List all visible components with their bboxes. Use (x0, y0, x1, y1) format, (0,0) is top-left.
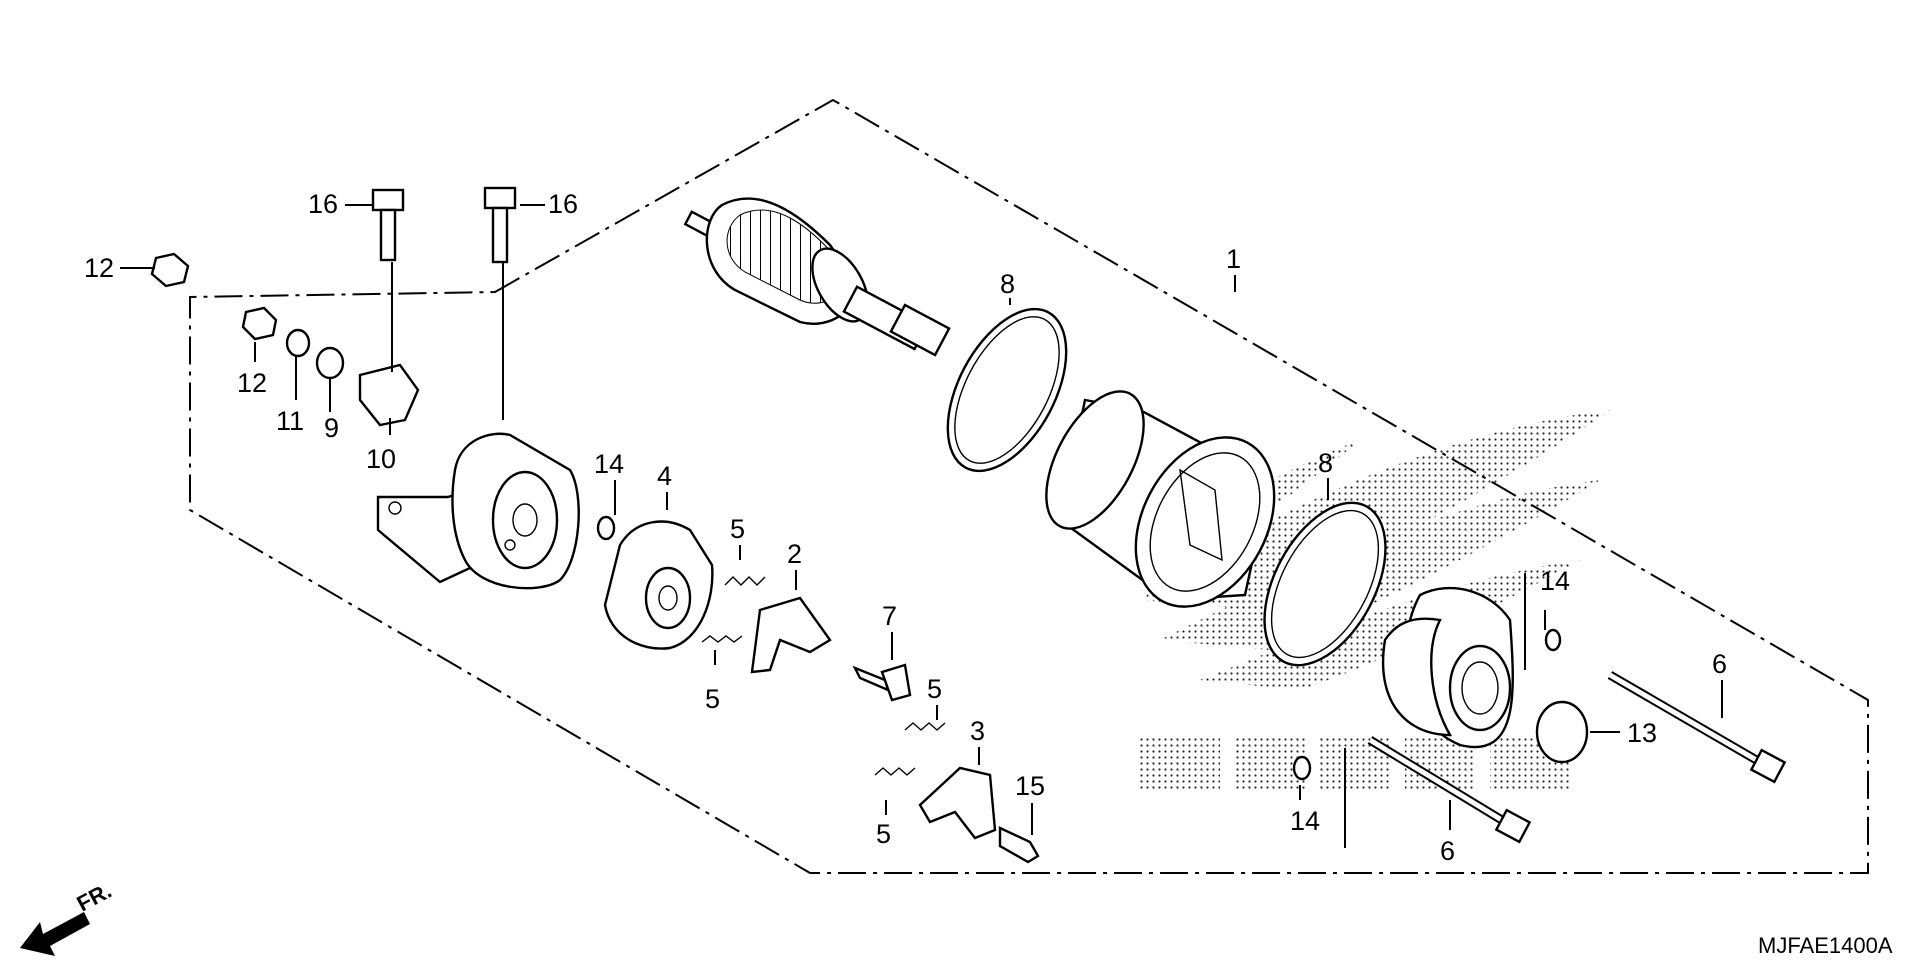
callout-5-b: 5 (705, 684, 720, 714)
callout-labels: 1 2 3 4 5 5 5 5 6 6 7 8 8 9 10 11 12 12 … (84, 189, 1727, 866)
armature (683, 197, 951, 357)
callout-5-a: 5 (730, 514, 745, 544)
front-arrow-icon (20, 912, 90, 956)
through-bolts (1367, 671, 1787, 844)
callout-9: 9 (324, 413, 339, 443)
diagram-code: MJFAE1400A (1758, 933, 1893, 958)
callout-15: 15 (1015, 771, 1045, 801)
front-direction-indicator: FR. (20, 878, 116, 956)
rear-cover (1381, 587, 1514, 749)
terminal-nuts-washers (150, 252, 420, 427)
callout-5-d: 5 (876, 819, 891, 849)
callout-11: 11 (276, 406, 304, 436)
flange-bolts (371, 186, 517, 264)
o-ring-rear (1263, 501, 1387, 667)
leader-lines (120, 204, 1723, 848)
brush-springs (701, 576, 946, 776)
callout-14-b: 14 (1540, 566, 1570, 596)
callout-4: 4 (657, 461, 672, 491)
callout-5-c: 5 (927, 674, 942, 704)
brush-negative (918, 766, 997, 840)
callout-14-c: 14 (1290, 806, 1320, 836)
callout-8-b: 8 (1318, 448, 1333, 478)
callout-12-b: 12 (237, 368, 267, 398)
callout-2: 2 (787, 539, 802, 569)
callout-16-a: 16 (308, 189, 338, 219)
motor-yoke (1045, 390, 1276, 608)
terminal-bolt (852, 663, 912, 702)
o-ring-small (1535, 700, 1589, 764)
o-ring-front (946, 307, 1068, 473)
callout-14-a: 14 (594, 449, 624, 479)
screw (998, 826, 1040, 864)
callout-8-a: 8 (1000, 269, 1015, 299)
callout-6-a: 6 (1712, 649, 1727, 679)
washer-a (596, 515, 616, 541)
front-cover (376, 432, 580, 590)
callout-12-a: 12 (84, 253, 114, 283)
brush-positive (750, 596, 832, 674)
washer-b (1544, 628, 1562, 652)
callout-1: 1 (1226, 244, 1241, 274)
callout-7: 7 (882, 601, 897, 631)
callout-16-b: 16 (548, 189, 578, 219)
callout-6-b: 6 (1440, 836, 1455, 866)
callout-10: 10 (366, 444, 396, 474)
callout-3: 3 (970, 716, 985, 746)
brush-holder (603, 520, 714, 650)
svg-text:FR.: FR. (73, 878, 116, 917)
callout-13: 13 (1627, 718, 1657, 748)
assembly-boundary-line (189, 98, 1869, 874)
washer-c (1292, 755, 1312, 781)
